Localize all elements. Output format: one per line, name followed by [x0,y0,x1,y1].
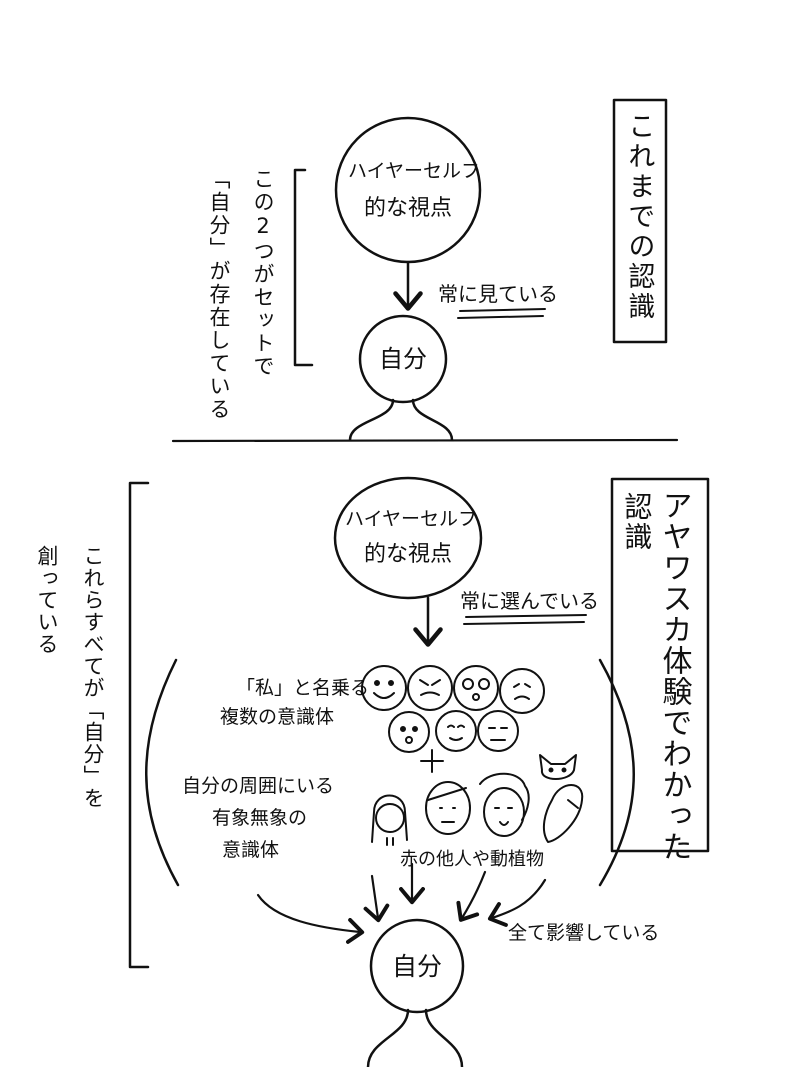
faces-group [361,665,545,753]
bottom-title-main: アヤワスカ体験でわかった [656,490,692,862]
section-divider [171,438,679,443]
left-parenthesis [145,658,180,887]
others-label: 赤の他人や動植物 [400,849,544,870]
bottom-self-body [366,1008,464,1067]
top-bracket-note-line1: この2つがセットで [251,168,276,378]
bottom-arrow-underline [463,614,587,625]
top-title-box [612,98,668,344]
converging-arrows [256,862,547,944]
bottom-higher-self-line1: ハイヤーセルフ [345,508,478,530]
people-drawing [371,772,584,846]
consciousness-line2: 複数の意識体 [220,706,335,728]
top-arrow-underline [457,308,546,319]
bottom-self-label: 自分 [391,952,442,981]
plus-sign [420,749,444,773]
bottom-bracket [128,481,150,969]
surroundings-line1: 自分の周囲にいる [182,775,335,797]
bottom-title-sub: 認識 [620,492,654,552]
consciousness-line1: 「私」と名乗る [236,677,370,699]
bottom-arrow-label: 常に選んでいる [460,589,599,613]
surroundings-line2: 有象無象の [212,807,308,829]
top-higher-self-line1: ハイヤーセルフ [348,160,481,182]
bottom-bracket-note-line2: 創っている [35,545,60,655]
top-self-body [348,398,454,442]
bottom-higher-self-line2: 的な視点 [363,542,452,567]
bottom-bracket-note-line1: これらすべてが「自分」を [81,545,106,809]
top-self-head [358,314,448,404]
top-bracket-note-line2: 「自分」が存在している [207,168,232,421]
bottom-self-head [369,918,465,1014]
top-title: これまでの認識 [623,112,655,322]
influence-label: 全て影響している [508,922,660,944]
top-bracket [293,168,314,367]
surroundings-line3: 意識体 [222,839,280,861]
bottom-higher-self-circle [333,476,483,600]
bottom-title-box [610,477,710,853]
top-higher-self-line2: 的な視点 [363,196,452,221]
top-arrow-label: 常に見ている [438,282,558,306]
top-higher-self-circle [334,116,482,264]
right-parenthesis [598,658,635,887]
top-self-label: 自分 [379,345,427,373]
cat-drawing [539,754,577,780]
